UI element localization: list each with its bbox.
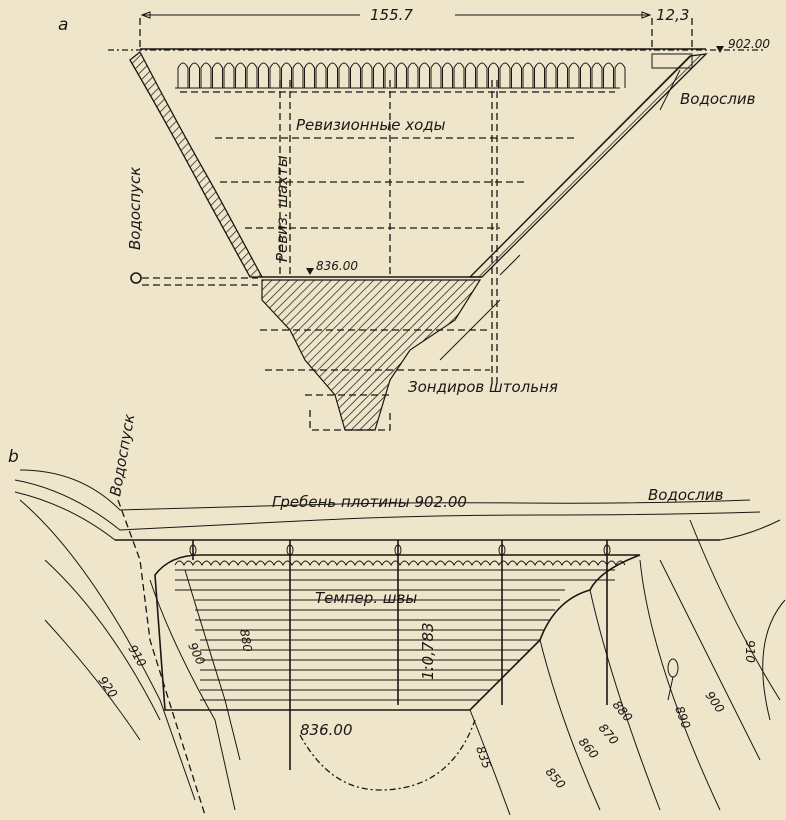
crest-label: Гребень плотины 902.00 bbox=[272, 493, 467, 511]
outlet-label-b: Водоспуск bbox=[106, 413, 138, 498]
base-elevation-b: 836.00 bbox=[300, 721, 353, 739]
base-elevation: 836.00 bbox=[316, 259, 358, 273]
contour-label: 920 bbox=[96, 674, 121, 701]
arch bbox=[177, 62, 626, 88]
contour-label: 880 bbox=[610, 698, 636, 725]
dimension-width: 155.7 bbox=[370, 6, 413, 24]
contour-label: 890 bbox=[672, 704, 693, 731]
elevation-marker-icon bbox=[716, 46, 724, 53]
contour-label: 880 bbox=[237, 628, 255, 653]
contour-label: 835 bbox=[473, 744, 494, 770]
shaft-marker bbox=[498, 544, 506, 556]
slope-label: 1:0,783 bbox=[419, 622, 437, 680]
left-abutment bbox=[129, 50, 264, 278]
figure-a-section: a 155.7 12,3 902.00 bbox=[58, 6, 770, 431]
outlet-circle bbox=[130, 272, 142, 284]
foundation bbox=[261, 279, 482, 431]
figure-b-plan: b Водоспуск Гребень плотины 902.00 Водос… bbox=[8, 413, 786, 816]
contour-label: 900 bbox=[703, 689, 728, 716]
dimension-arrow-icon bbox=[140, 11, 652, 19]
outlet-marker bbox=[667, 658, 679, 678]
spillway-label: Водослив bbox=[680, 90, 756, 108]
contour-label: 910 bbox=[125, 643, 149, 670]
contour-label: 910 bbox=[743, 640, 757, 663]
arch-row bbox=[175, 62, 626, 89]
contour-label: 870 bbox=[596, 721, 622, 748]
contour-label: 860 bbox=[576, 735, 602, 762]
figure-b-label: b bbox=[8, 447, 19, 467]
right-abutment bbox=[468, 53, 708, 278]
joints-label: Темпер. швы bbox=[315, 589, 417, 607]
inspection-galleries-label: Ревизионные ходы bbox=[296, 116, 446, 134]
shaft-lines bbox=[189, 540, 611, 770]
dam-body-outline bbox=[154, 554, 641, 711]
spillway-label-b: Водослив bbox=[648, 486, 724, 504]
crest-elevation: 902.00 bbox=[728, 37, 770, 51]
inspection-galleries bbox=[180, 80, 615, 385]
shaft-marker bbox=[286, 544, 294, 556]
elevation-marker-icon bbox=[306, 268, 314, 275]
contour-label: 850 bbox=[543, 765, 569, 792]
arch-row-plan bbox=[174, 560, 626, 567]
figure-a-label: a bbox=[58, 15, 68, 35]
shaft-marker bbox=[603, 544, 611, 556]
dam-joints bbox=[175, 569, 615, 701]
dimension-spillway: 12,3 bbox=[656, 6, 689, 24]
shaft-marker bbox=[394, 544, 402, 556]
shaft-marker bbox=[189, 544, 197, 556]
contour-label: 900 bbox=[185, 640, 208, 667]
inspection-shafts-label: Ревиз. шахты bbox=[273, 155, 291, 262]
exploratory-adit-label: Зондиров штольня bbox=[408, 378, 558, 396]
outlet-label: Водоспуск bbox=[126, 167, 144, 250]
arch-plan bbox=[174, 560, 626, 567]
